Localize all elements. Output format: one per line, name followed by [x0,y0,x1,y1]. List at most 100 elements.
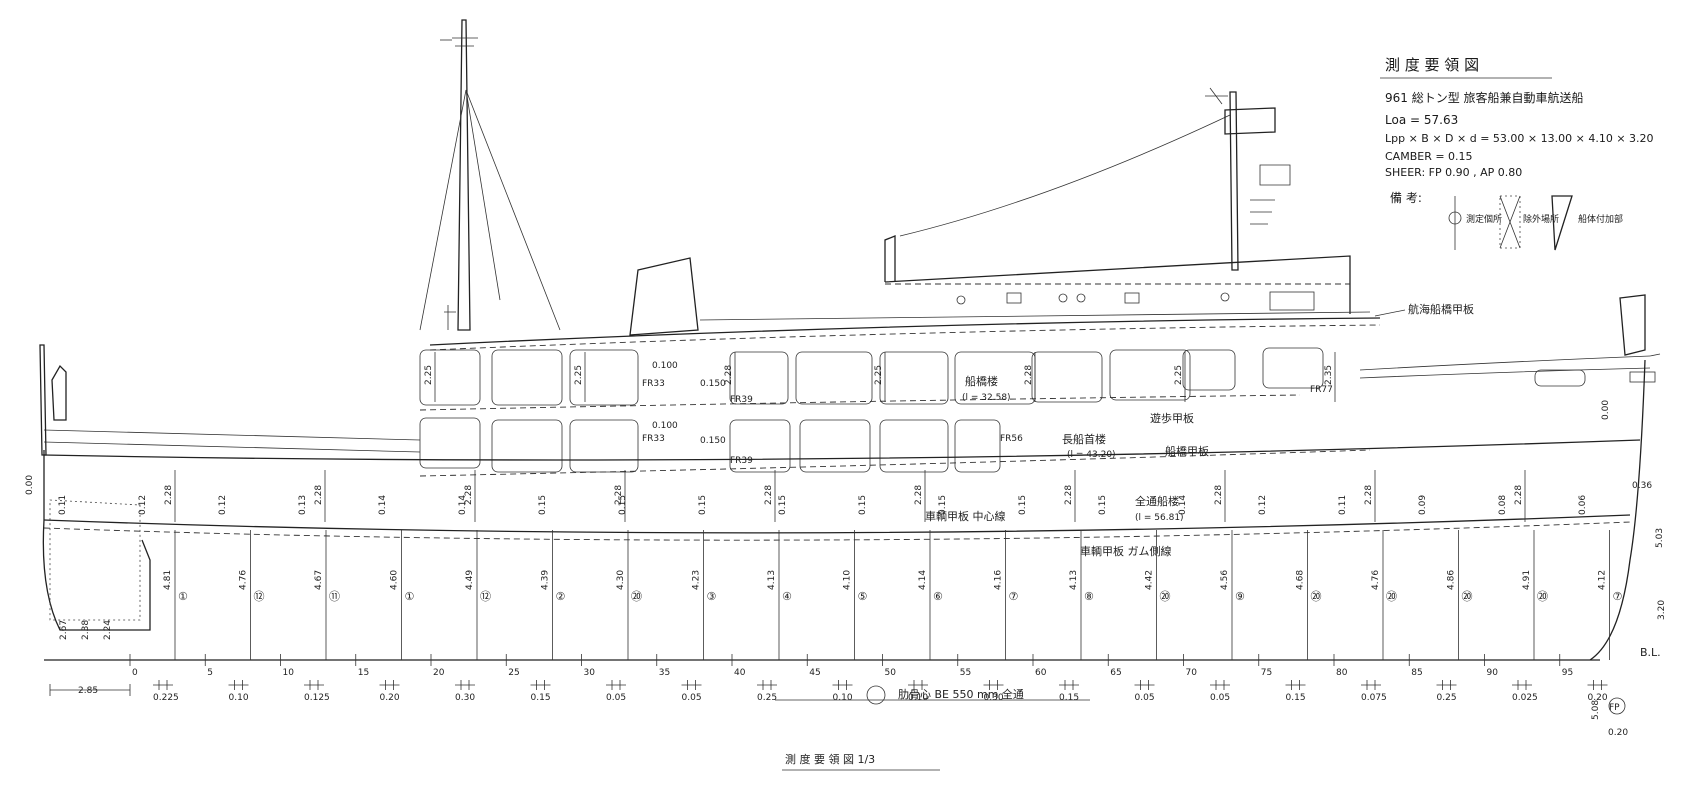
deduction-mark [1512,680,1532,690]
camber-value: 0.08 [1498,495,1508,515]
deduction-value: 0.25 [757,693,777,703]
deduction-value: 0.25 [1437,693,1457,703]
deduction-mark [832,680,853,690]
camber-value: 0.15 [538,495,548,515]
bow-height: 0.36 [1632,481,1652,491]
label-promenade-deck: 遊歩甲板 [1150,411,1194,425]
side-height-value: 2.28 [1214,485,1224,505]
deduction-mark [530,680,551,690]
camber-value: 0.15 [938,495,948,515]
stern-value-2: 2.38 [81,620,91,640]
camber-value: 0.15 [618,495,628,515]
frame-number: 0 [132,668,138,678]
camber-value: 0.15 [778,495,788,515]
deduction-value: 0.20 [1588,693,1608,703]
camber-value: 0.14 [458,495,468,515]
frame-number: 35 [659,668,670,678]
station-mark: ⑳ [1462,590,1473,603]
upper-dim-1: 0.100 [652,361,678,371]
legend-measure-icon [1448,196,1462,250]
side-height-value: 2.28 [614,485,624,505]
frame-number: 5 [207,668,213,678]
legend-item-measure: 測定個所 [1466,213,1502,225]
label-bridge-deck: 船橋甲板 [1165,444,1209,458]
aft-length: 2.85 [78,686,98,696]
title-block-loa: Loa = 57.63 [1385,113,1458,127]
legend-excluded-icon [1499,195,1521,249]
upper-dim-3: 0.150 [700,379,726,389]
upper-height-value: 2.25 [574,365,584,385]
side-height-value: 2.28 [464,485,474,505]
title-block-title: 測 度 要 領 図 [1385,56,1479,74]
aft-dimension-line [49,684,131,696]
deduction-value: 0.10 [229,693,249,703]
depth-value: 4.39 [541,570,551,590]
deduction-mark [606,680,626,690]
label-bridge-house-len: (l = 32.58) [962,393,1011,403]
title-block-camber: CAMBER = 0.15 [1385,150,1473,163]
depth-value: 4.76 [239,570,249,590]
camber-value: 0.09 [1418,495,1428,515]
legend-label: 備 考: [1390,190,1422,205]
deduction-value: 0.10 [908,693,928,703]
station-mark: ⑫ [254,590,265,603]
upper-height-value: 2.25 [424,365,434,385]
deduction-mark [1059,680,1079,690]
bow-structure [1589,294,1661,661]
drawing-scale-title: 測 度 要 領 図 1/3 [785,752,875,766]
depth-value: 4.81 [163,570,173,590]
depth-value: 4.49 [465,570,475,590]
label-long-poop: 長船首楼 [1062,432,1106,446]
navigation-bridge-deck [429,311,1381,351]
draft-right: 3.20 [1657,600,1667,620]
upper-height-value: 2.25 [874,365,884,385]
deduction-value: 0.15 [531,693,551,703]
side-height-value: 2.28 [1514,485,1524,505]
frame-number: 40 [734,668,746,678]
deduction-value: 0.05 [682,693,702,703]
legend-item-appendage: 船体付加部 [1578,213,1623,225]
deduction-mark [379,680,400,690]
frame-number: 90 [1487,668,1499,678]
station-mark: ⑫ [480,590,491,603]
camber-value: 0.11 [1338,495,1348,515]
baseline-label: B.L. [1640,646,1661,659]
deduction-value: 0.05 [606,693,626,703]
frame-label-fr56: FR56 [1000,434,1023,444]
fp-label: FP [1609,703,1620,713]
beam-note: 肋骨心 BE 550 mm 全通 [898,687,1024,701]
title-block-sheer: SHEER: FP 0.90 , AP 0.80 [1385,166,1522,179]
upper-height-value: 2.28 [724,365,734,385]
label-vehicle-deck-center: 車輌甲板 中心線 [925,509,1006,523]
station-mark: ③ [707,590,717,603]
deduction-value: 0.025 [1512,693,1538,703]
deduction-mark [1210,680,1230,690]
frame-label-fr39-upper: FR39 [730,395,753,405]
depth-value: 4.30 [616,570,626,590]
depth-measurements: 4.81①4.76⑫4.67⑪4.60①4.49⑫4.39②4.30⑳4.23③… [163,530,1623,660]
deduction-mark [304,680,324,690]
side-height-value: 2.28 [1064,485,1074,505]
frame-number: 65 [1110,668,1121,678]
frame-number: 25 [508,668,519,678]
depth-value: 4.67 [314,570,324,590]
deduction-mark [757,680,777,690]
side-height-value: 2.28 [914,485,924,505]
deduction-mark [681,680,702,690]
frame-number: 70 [1186,668,1198,678]
bow-top-value: 0.00 [1601,400,1611,420]
depth-value: 4.10 [843,570,853,590]
label-long-poop-len: (l = 43.20) [1067,450,1116,460]
camber-value: 0.12 [218,495,228,515]
station-mark: ① [178,590,188,603]
station-mark: ⑨ [1235,590,1245,603]
frame-number: 95 [1562,668,1573,678]
fp-marker [1608,697,1626,715]
label-navigation-bridge-deck: 航海船橋甲板 [1408,302,1474,316]
station-mark: ⑤ [858,590,868,603]
camber-value: 0.12 [138,495,148,515]
beam-note-symbol [866,685,886,705]
deduction-value: 0.30 [984,693,1004,703]
